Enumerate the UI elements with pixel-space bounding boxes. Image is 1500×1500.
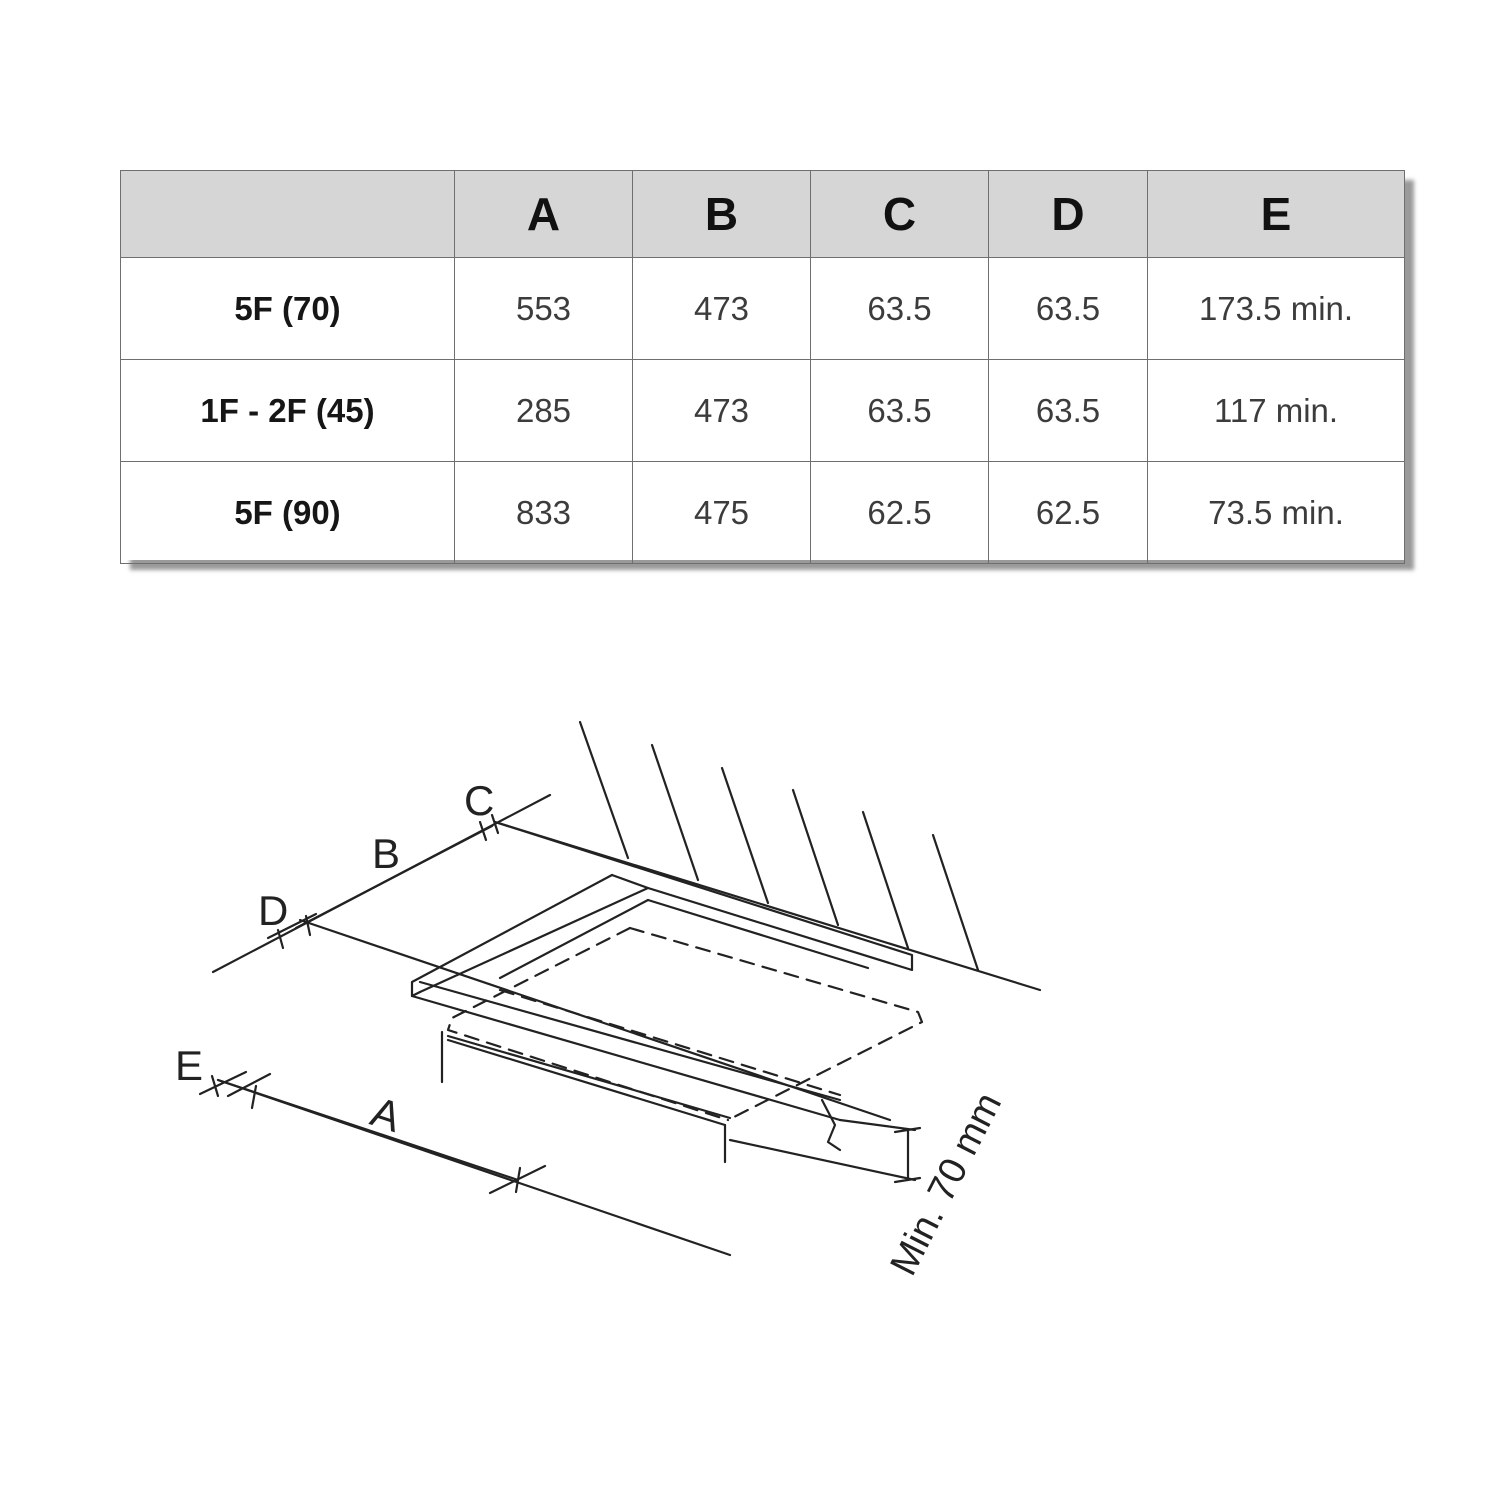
value-cell-e: 173.5 min. — [1147, 257, 1405, 360]
label-b: B — [372, 830, 400, 877]
hob-dashed-outline — [446, 926, 924, 1122]
dimensions-table-container: A B C D E 5F (70) 553 473 63.5 63.5 173.… — [120, 170, 1405, 564]
value-cell-b: 473 — [632, 257, 811, 360]
label-min-height: Min. 70 mm — [883, 1086, 1011, 1282]
table-row: 1F - 2F (45) 285 473 63.5 63.5 117 min. — [120, 359, 1405, 462]
cutout-opening — [410, 820, 914, 1122]
table-row: 5F (90) 833 475 62.5 62.5 73.5 min. — [120, 461, 1405, 564]
hob-underside — [440, 1030, 842, 1164]
header-e: E — [1147, 170, 1405, 258]
value-cell-e: 73.5 min. — [1147, 461, 1405, 564]
value-cell-a: 833 — [454, 461, 633, 564]
value-cell-b: 473 — [632, 359, 811, 462]
header-c: C — [810, 170, 989, 258]
model-cell: 1F - 2F (45) — [120, 359, 455, 462]
label-c: C — [464, 777, 494, 824]
header-model — [120, 170, 455, 258]
label-d: D — [258, 887, 288, 934]
value-cell-c: 62.5 — [810, 461, 989, 564]
model-cell: 5F (90) — [120, 461, 455, 564]
value-cell-b: 475 — [632, 461, 811, 564]
header-d: D — [988, 170, 1148, 258]
value-cell-d: 63.5 — [988, 257, 1148, 360]
value-cell-d: 63.5 — [988, 359, 1148, 462]
value-cell-c: 63.5 — [810, 257, 989, 360]
wall-hatching — [578, 720, 980, 972]
label-e: E — [175, 1042, 203, 1089]
value-cell-a: 285 — [454, 359, 633, 462]
value-cell-d: 62.5 — [988, 461, 1148, 564]
dimensions-table: A B C D E 5F (70) 553 473 63.5 63.5 173.… — [120, 170, 1405, 564]
table-header-row: A B C D E — [120, 170, 1405, 258]
value-cell-c: 63.5 — [810, 359, 989, 462]
dimension-lines — [198, 813, 922, 1195]
table-row: 5F (70) 553 473 63.5 63.5 173.5 min. — [120, 257, 1405, 360]
model-cell: 5F (70) — [120, 257, 455, 360]
label-a: A — [365, 1088, 406, 1141]
